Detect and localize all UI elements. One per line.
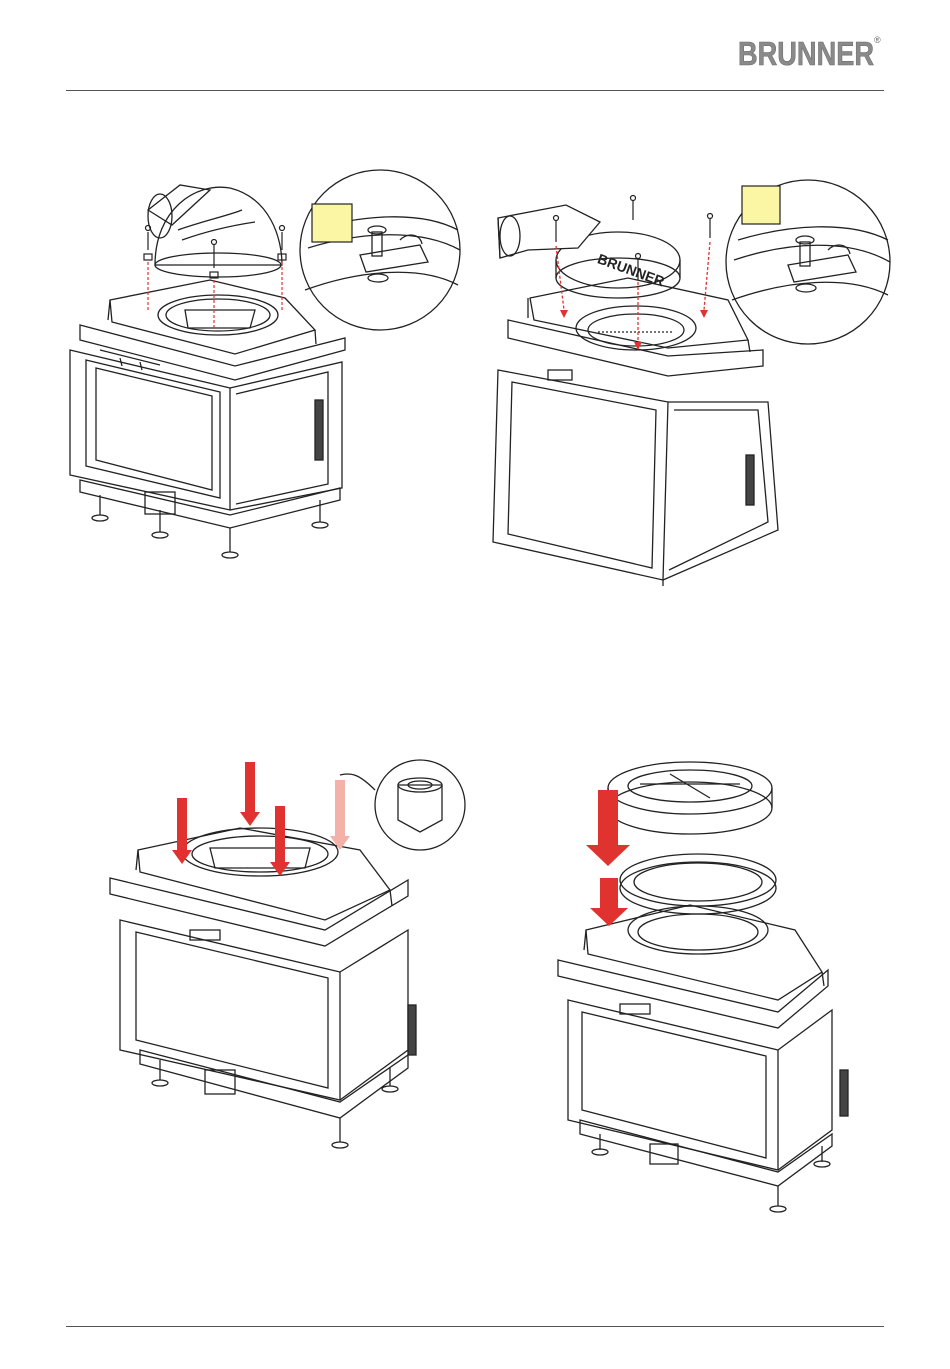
- red-arrows: [586, 790, 630, 926]
- step-2-mount-fan-housing: BRUNNER: [488, 170, 908, 590]
- fan-housing-logo: BRUNNER: [595, 250, 666, 289]
- header-rule: [66, 90, 884, 91]
- brunner-logo: BRUNNER ®: [738, 34, 880, 70]
- step-3-insert-screws: [90, 750, 480, 1170]
- footer-rule: [66, 1326, 884, 1327]
- step-4-place-seal-rings: [540, 750, 900, 1220]
- red-arrows: [172, 762, 350, 876]
- callout-label-box: [312, 204, 352, 242]
- step-1-remove-dome-cover: [60, 170, 480, 590]
- registered-mark: ®: [874, 35, 881, 45]
- brand-logo-text: BRUNNER: [738, 35, 874, 72]
- callout-label-box: [742, 186, 780, 224]
